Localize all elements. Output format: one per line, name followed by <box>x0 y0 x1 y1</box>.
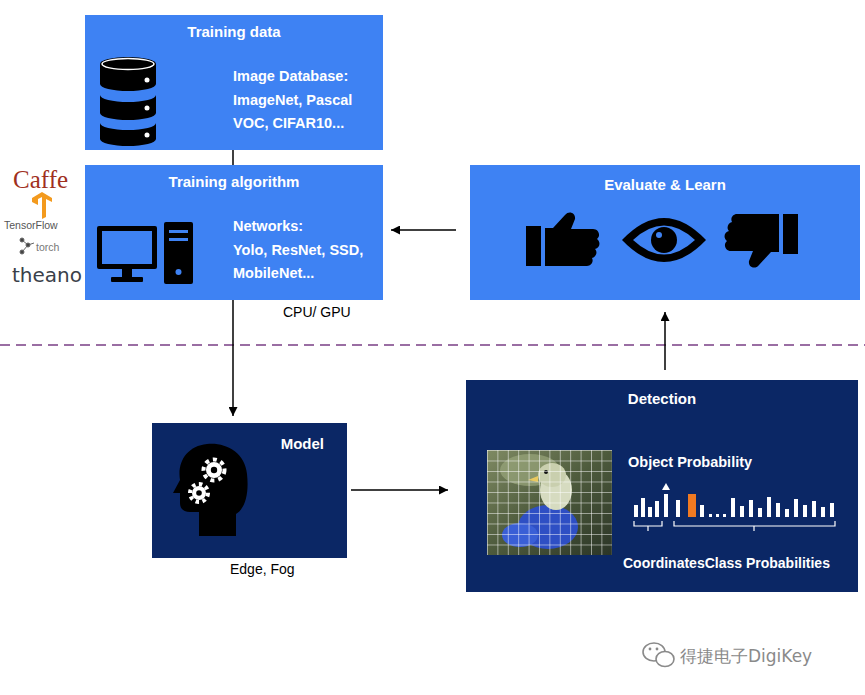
wechat-icon <box>643 643 674 667</box>
box-body: Yolo, ResNet, SSD, MobileNet... <box>233 239 381 285</box>
flow-arrow <box>351 489 448 491</box>
process-box: Model <box>152 423 347 558</box>
box-title: Training data <box>85 22 383 42</box>
framework-logo: TensorFlow <box>4 219 58 231</box>
hardware-note: CPU/ GPU <box>283 304 351 320</box>
box-title: Evaluate & Learn <box>470 175 860 195</box>
chart-label: CoordinatesClass Probabilities <box>623 554 857 572</box>
flow-arrow <box>664 312 666 370</box>
separator-line <box>0 344 865 346</box>
framework-logo: Caffe <box>13 166 68 194</box>
flow-arrow <box>232 150 234 165</box>
deployment-note: Edge, Fog <box>230 561 295 577</box>
box-title: Training algorithm <box>85 172 383 192</box>
box-title: Detection <box>466 389 858 409</box>
box-body: ImageNet, Pascal VOC, CIFAR10... <box>233 89 373 135</box>
flow-arrow <box>391 229 456 231</box>
flow-arrow <box>232 300 234 416</box>
process-box: Evaluate & Learn <box>470 165 860 300</box>
framework-logo: theano <box>12 263 82 287</box>
chart-label: Object Probability <box>628 453 848 472</box>
box-heading: Networks: <box>233 217 378 236</box>
watermark: 得捷电子DigiKey <box>680 645 812 668</box>
box-heading: Image Database: <box>233 67 378 86</box>
framework-logo: torch <box>36 241 59 253</box>
process-box: Training algorithmNetworks: Yolo, ResNet,… <box>85 165 383 300</box>
box-title: Model <box>152 434 324 454</box>
process-box: DetectionObject ProbabilityCoordinatesCl… <box>466 380 858 592</box>
process-box: Training dataImage Database: ImageNet, Pa… <box>85 15 383 150</box>
